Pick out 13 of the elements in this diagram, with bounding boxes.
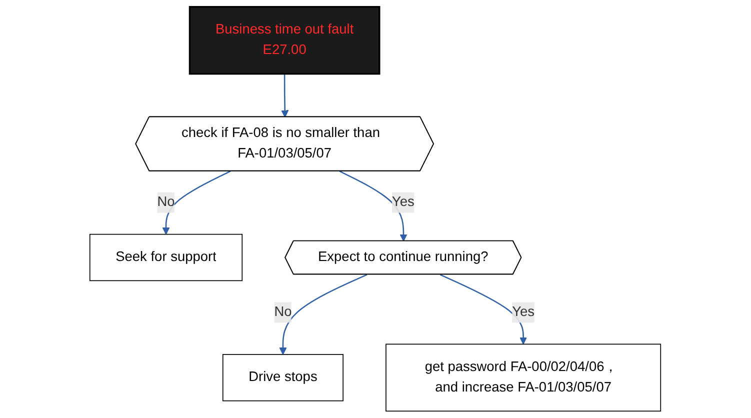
arrow (279, 274, 368, 355)
edge-label: No (274, 304, 292, 320)
node-box: get password FA-00/02/04/06， and increase FA-01/03/05/07 (386, 344, 662, 412)
edge-label: No (157, 194, 176, 210)
arrow (162, 170, 231, 235)
node-box: Business time out fault E27.00 (189, 6, 380, 75)
node-box: Drive stops (222, 354, 344, 402)
arrow (340, 170, 408, 242)
edge-label: Yes (512, 304, 535, 320)
edge-label: Yes (392, 194, 415, 210)
node-box: Seek for support (90, 234, 243, 282)
arrow (281, 74, 289, 118)
arrow (440, 274, 528, 345)
